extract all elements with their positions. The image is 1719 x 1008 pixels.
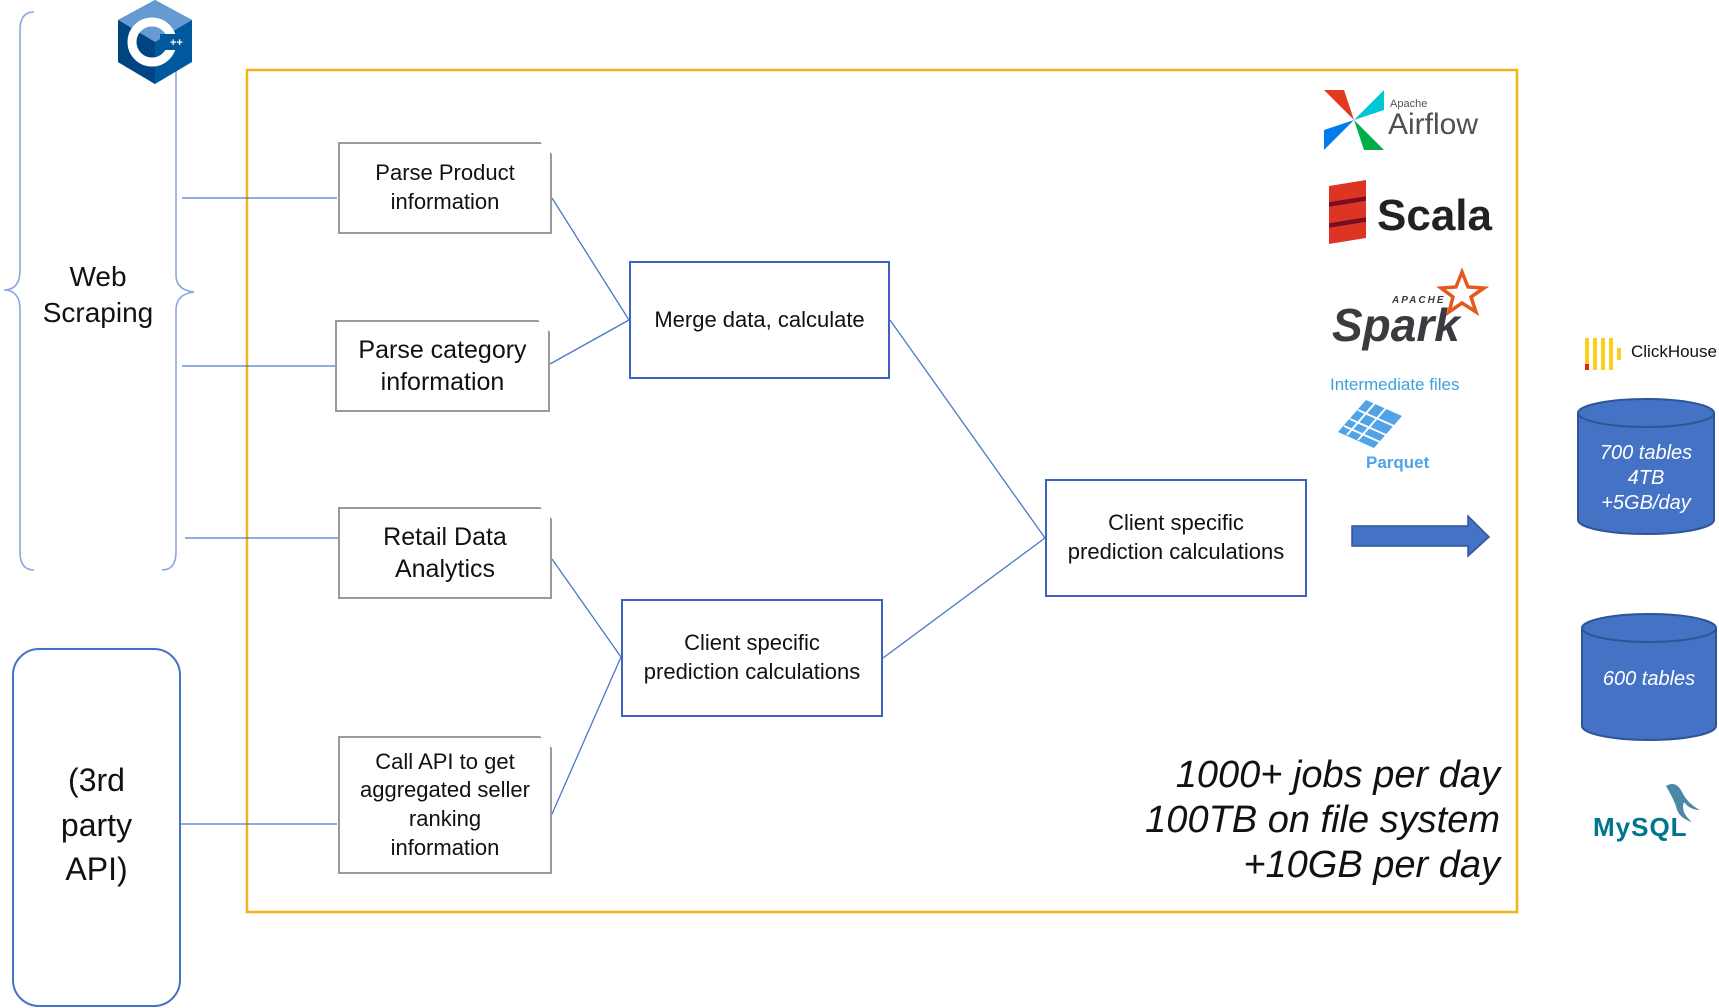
- parquet-label: Parquet: [1366, 453, 1430, 472]
- retail-data-box: Retail Data Analytics: [338, 507, 552, 599]
- stats-storage: 100TB on file system: [1145, 798, 1500, 841]
- connector-category-merge: [549, 319, 630, 365]
- connector-retail-client: [551, 558, 622, 658]
- mysql-db-label: 600 tables: [1602, 668, 1696, 690]
- parquet-logo-icon: [1338, 400, 1402, 448]
- connector-client-final: [882, 537, 1046, 659]
- clickhouse-db-label: 700 tables 4TB +5GB/day: [1599, 442, 1693, 514]
- third-party-api-label: (3rd party API): [60, 761, 133, 888]
- web-scraping-label: Web Scraping: [42, 260, 154, 328]
- airflow-logo-icon: [1324, 90, 1384, 150]
- scala-label: Scala: [1377, 191, 1492, 240]
- svg-text:++: ++: [170, 37, 183, 49]
- airflow-apache-label: Apache: [1390, 98, 1428, 110]
- intermediate-files-label: Intermediate files: [1330, 375, 1460, 394]
- clickhouse-label: ClickHouse: [1631, 342, 1717, 361]
- connector-product-merge: [551, 197, 630, 321]
- third-party-api-box: [12, 648, 181, 1007]
- spark-apache-label: APACHE: [1392, 295, 1446, 306]
- mysql-dolphin-icon: [1666, 784, 1700, 822]
- parse-product-box: Parse Product information: [338, 142, 552, 234]
- parse-category-box: Parse category information: [335, 320, 550, 412]
- mysql-db-cylinder: [1581, 613, 1717, 741]
- spark-star-icon: [1436, 267, 1490, 317]
- call-api-box: Call API to get aggregated seller rankin…: [338, 736, 552, 874]
- spark-label: Spark: [1332, 299, 1460, 351]
- output-arrow-icon: [1351, 514, 1491, 558]
- clickhouse-logo-icon: [1585, 338, 1621, 370]
- cpp-logo-icon: ++: [118, 0, 192, 84]
- pipeline-frame: [245, 68, 1519, 914]
- web-scraping-brace: [3, 11, 35, 571]
- connector-api-client: [551, 656, 622, 815]
- merge-data-box: Merge data, calculate: [629, 261, 890, 379]
- stats-growth: +10GB per day: [1243, 843, 1500, 886]
- client-specific-box-2: Client specific prediction calculations: [621, 599, 883, 717]
- client-specific-box-1: Client specific prediction calculations: [1045, 479, 1307, 597]
- airflow-label: Airflow: [1388, 108, 1479, 141]
- mysql-label: MySQL: [1593, 812, 1688, 842]
- clickhouse-db-cylinder: [1577, 398, 1715, 535]
- connector-merge-final: [889, 319, 1046, 539]
- scala-logo-icon: [1329, 180, 1366, 244]
- stats-jobs: 1000+ jobs per day: [1175, 754, 1500, 796]
- pipeline-stats: 1000+ jobs per day 100TB on file system …: [1145, 753, 1500, 887]
